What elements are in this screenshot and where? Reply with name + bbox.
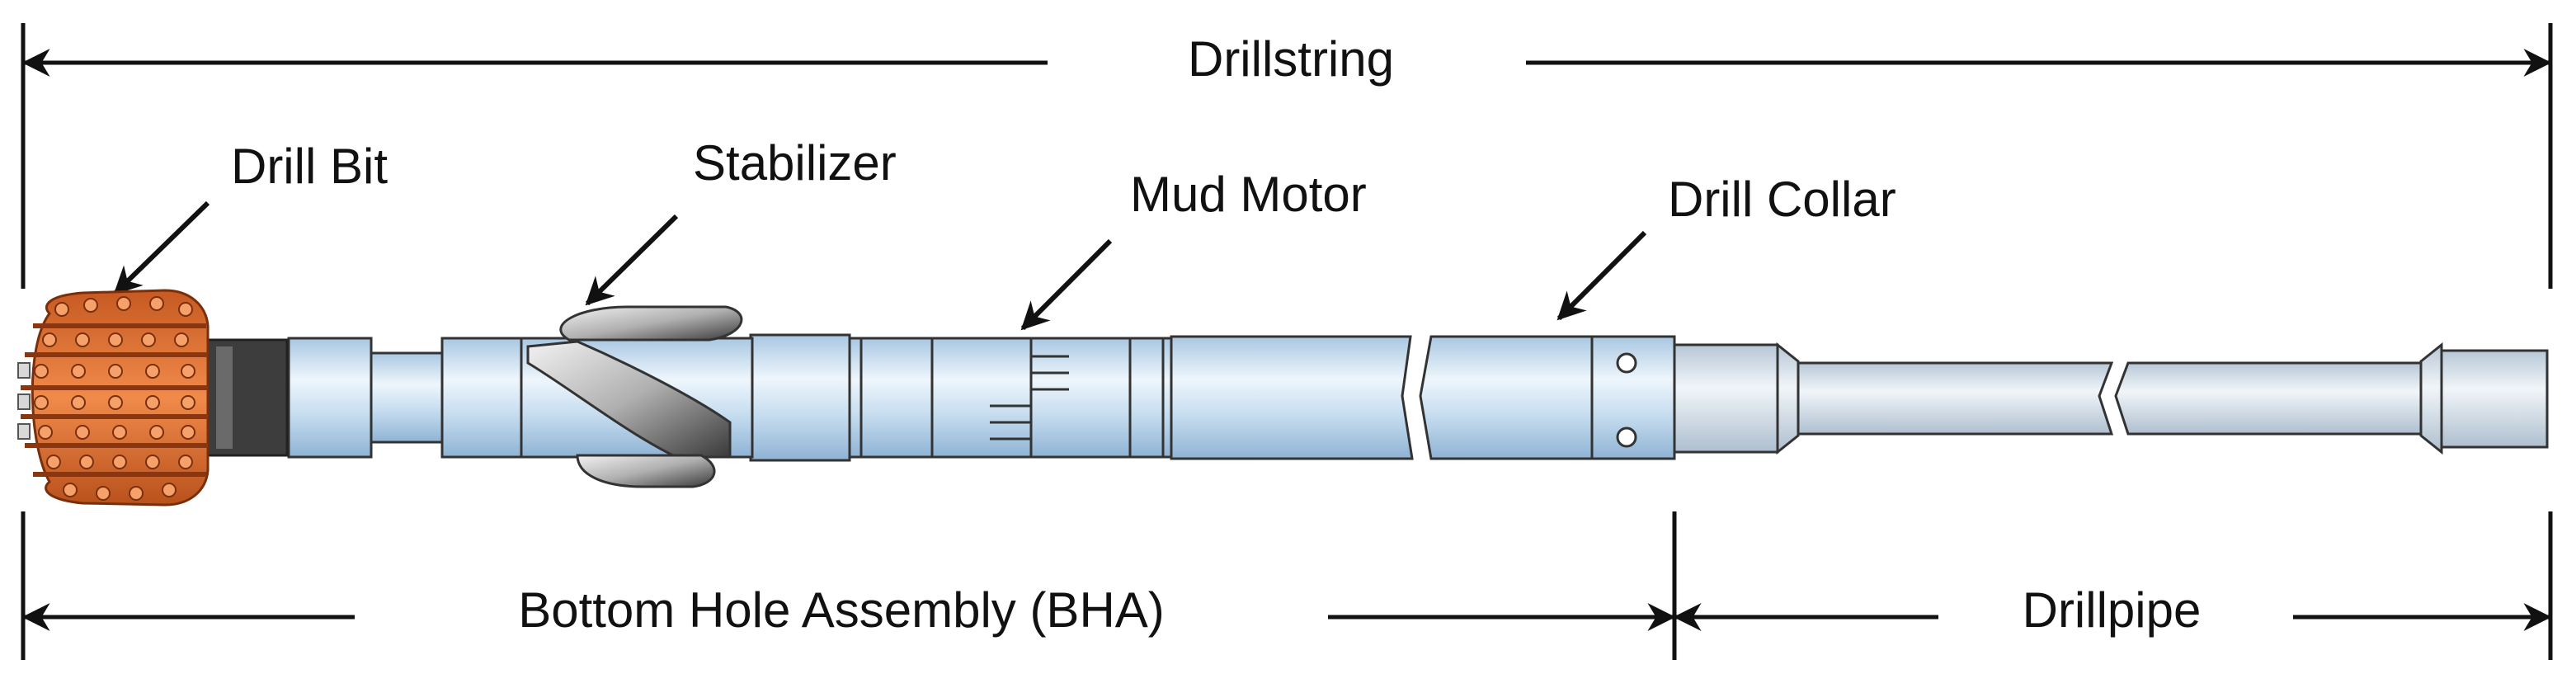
drill-bit-label: Drill Bit (231, 139, 388, 194)
drill-bit-arrow (113, 200, 210, 295)
mud-motor-scale (990, 355, 1069, 441)
drillpipe-dimension (1673, 511, 2553, 660)
mud-motor-arrow (1020, 238, 1113, 331)
near-bit-sub (287, 337, 523, 459)
stabilizer-label: Stabilizer (693, 135, 897, 191)
bha-label: Bottom Hole Assembly (BHA) (518, 582, 1165, 638)
drillpipe-body (1673, 342, 2549, 455)
drill-collar-arrow (1556, 230, 1647, 321)
drill-collar-label: Drill Collar (1668, 172, 1896, 227)
mud-motor (749, 333, 1173, 462)
bha-dimension (21, 511, 1677, 660)
drill-bit (17, 289, 210, 507)
drillstring-dimension (21, 23, 2553, 289)
mud-motor-label: Mud Motor (1130, 167, 1367, 222)
stabilizer (518, 305, 754, 488)
drillstring-label: Drillstring (1188, 31, 1394, 87)
drillpipe-label: Drillpipe (2023, 582, 2202, 638)
stabilizer-arrow (585, 214, 679, 306)
drill-collar (1170, 335, 1676, 460)
